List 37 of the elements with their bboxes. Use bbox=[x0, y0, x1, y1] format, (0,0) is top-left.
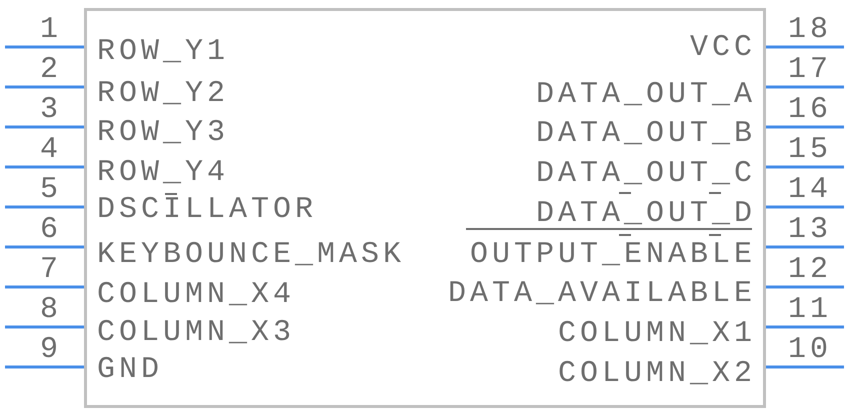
pin-name: ROW_Y2 bbox=[97, 79, 230, 109]
pin-name: VCC bbox=[690, 33, 756, 63]
pin-number: 16 bbox=[788, 95, 832, 125]
pin-number: 6 bbox=[40, 215, 62, 245]
pin-name: KEYBOUNCE_MASK bbox=[97, 240, 406, 270]
pin-name: DATA_OUT_B bbox=[536, 119, 756, 149]
pin-number: 7 bbox=[40, 255, 62, 285]
pin-number: 17 bbox=[788, 55, 832, 85]
pin-name: COLUMN_X2 bbox=[558, 359, 756, 389]
pin-number: 11 bbox=[788, 295, 832, 325]
pin-number: 13 bbox=[788, 215, 832, 245]
pin-name: DATA_OUT_D bbox=[536, 199, 756, 229]
pin-number: 9 bbox=[40, 335, 62, 365]
pin-number: 1 bbox=[40, 15, 62, 45]
pin-name: ROW_Y3 bbox=[97, 118, 230, 148]
ic-body bbox=[84, 8, 766, 408]
pin-name: COLUMN_X1 bbox=[558, 319, 756, 349]
pin-name: COLUMN_X3 bbox=[97, 318, 296, 348]
pin-number: 15 bbox=[788, 135, 832, 165]
pin-name: DATA_AVAILABLE bbox=[448, 279, 756, 309]
pin-number: 4 bbox=[40, 135, 62, 165]
pin-name: COLUMN_X4 bbox=[97, 280, 296, 310]
pin-name: OUTPUT_ENABLE bbox=[470, 240, 756, 270]
pin-name: DATA_OUT_C bbox=[536, 159, 756, 189]
pin-number: 2 bbox=[40, 55, 62, 85]
pin-number: 14 bbox=[788, 175, 832, 205]
pin-name: DSCILLATOR bbox=[97, 195, 318, 225]
pin-name: GND bbox=[97, 355, 164, 385]
pin-number: 8 bbox=[40, 295, 62, 325]
pin-number: 5 bbox=[40, 175, 62, 205]
pin-number: 18 bbox=[788, 15, 832, 45]
pin-number: 10 bbox=[788, 335, 832, 365]
pin-name: DATA_OUT_A bbox=[536, 80, 756, 110]
pin-number: 12 bbox=[788, 255, 832, 285]
pin-name: ROW_Y1 bbox=[97, 37, 230, 67]
pin-name: ROW_Y4 bbox=[97, 158, 230, 188]
pin-number: 3 bbox=[40, 95, 62, 125]
